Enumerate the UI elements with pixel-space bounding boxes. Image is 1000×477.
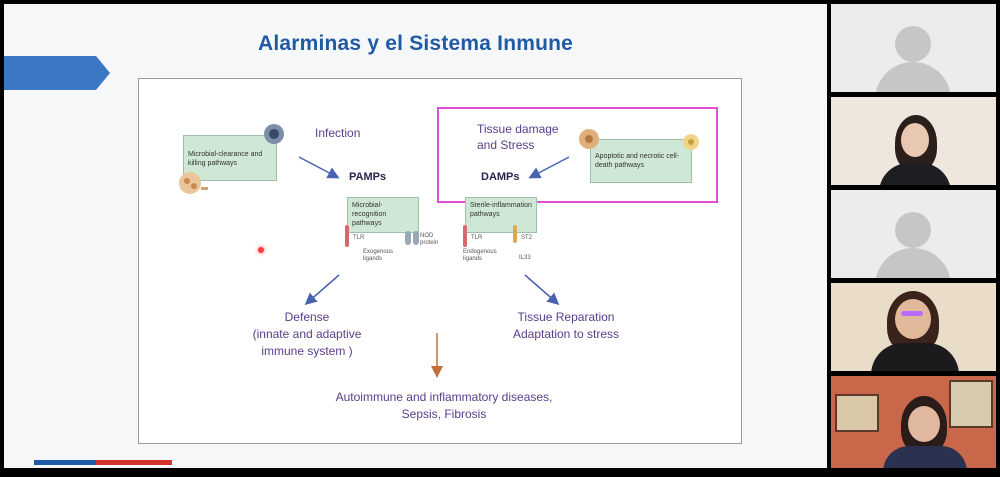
alarmins-figure: Microbial-clearance and killing pathways… — [138, 78, 742, 444]
nod-label: NOD protein — [420, 233, 439, 246]
tlr-left-label: TLR — [353, 235, 365, 241]
autoimmune-label: Autoimmune and inflammatory diseases, Se… — [335, 390, 553, 421]
defense-label: Defense (innate and adaptive immune syst… — [252, 310, 362, 358]
laser-pointer-dot — [258, 247, 264, 253]
participant-video — [883, 446, 967, 468]
damps-label: DAMPs — [481, 171, 520, 183]
microbial-clearance-box: Microbial-clearance and killing pathways — [183, 135, 277, 181]
slide-title: Alarminas y el Sistema Inmune — [257, 32, 574, 55]
necrotic-cell-icon — [683, 134, 699, 150]
microbial-recognition-box: Microbial-recognition pathways — [347, 197, 419, 233]
il33-label: IL33 — [519, 255, 531, 261]
tlr-right-label: TLR — [471, 235, 483, 241]
damp-receptors-icon — [463, 225, 517, 247]
microbe-icon — [264, 124, 284, 144]
cell-icon — [179, 172, 208, 194]
sterile-inflammation-box: Sterile-inflammation pathways — [465, 197, 537, 233]
participant-tile-2[interactable] — [831, 97, 996, 185]
footer-bar-blue — [34, 460, 96, 465]
highlight-box — [437, 107, 718, 203]
pamps-label: PAMPs — [349, 171, 387, 183]
participant-tile-5[interactable] — [831, 376, 996, 468]
figure-arrows — [298, 156, 570, 378]
pamp-receptors-icon — [345, 225, 419, 247]
cell-death-box: Apoptotic and necrotic cell-death pathwa… — [590, 139, 692, 183]
exogenous-label: Exogenous ligands — [363, 249, 394, 262]
participant-video — [871, 343, 959, 371]
slide-accent-arrow — [4, 56, 110, 90]
shared-slide: Alarminas y el Sistema Inmune Microbial-… — [4, 4, 827, 468]
participant-video — [879, 163, 951, 185]
st2-label: ST2 — [521, 235, 533, 241]
wall-picture-icon — [949, 380, 993, 428]
footer-bar-red — [96, 460, 172, 465]
tissue-reparation-label: Tissue Reparation Adaptation to stress — [512, 310, 620, 341]
avatar-icon — [895, 212, 931, 248]
apoptotic-cell-icon — [579, 129, 599, 149]
glasses-icon — [901, 311, 923, 316]
wall-picture-icon — [835, 394, 879, 432]
participant-tile-3[interactable] — [831, 190, 996, 278]
avatar-icon — [895, 26, 931, 62]
infection-label: Infection — [315, 126, 361, 140]
endogenous-label: Endogenous ligands — [463, 249, 497, 262]
participant-tile-1[interactable] — [831, 4, 996, 92]
tissue-damage-label: Tissue damage and Stress — [477, 122, 559, 152]
participant-tile-4[interactable] — [831, 283, 996, 371]
